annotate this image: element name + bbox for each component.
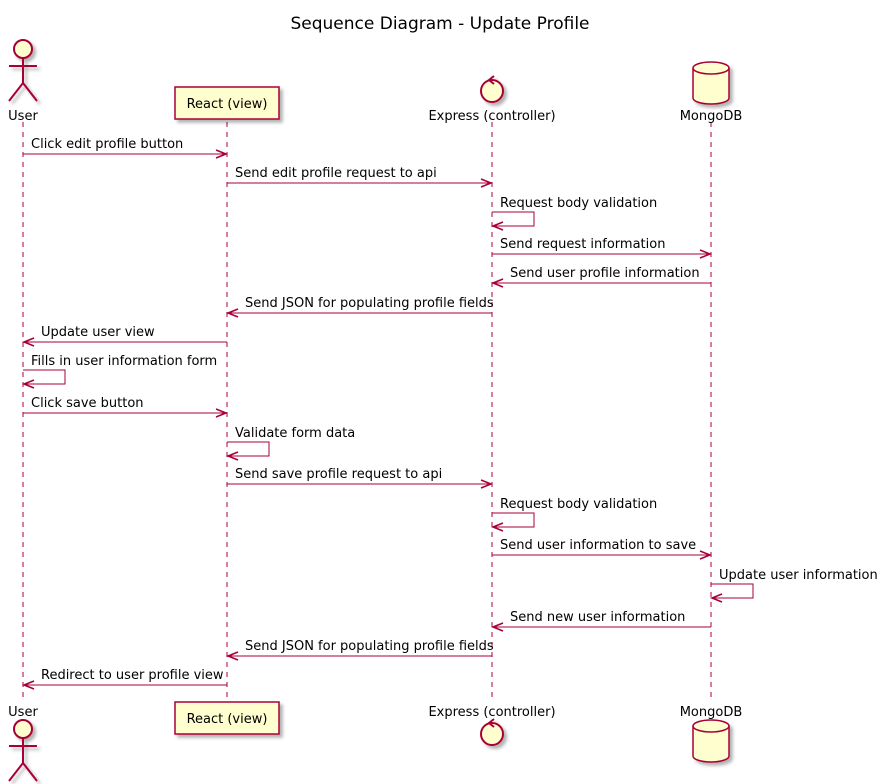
arrowhead (699, 249, 713, 259)
participant-label-mongo: MongoDB (680, 109, 743, 124)
message-13: Send user information to save (492, 538, 713, 560)
message-label: Send user information to save (500, 538, 696, 553)
arrowhead (215, 408, 229, 418)
diagram-title: Sequence Diagram - Update Profile (290, 14, 589, 34)
message-3: Request body validation (490, 196, 657, 231)
arrowhead (490, 221, 504, 231)
message-12: Request body validation (490, 497, 657, 532)
message-arrow (23, 369, 66, 385)
message-label: Send edit profile request to api (235, 166, 437, 181)
message-10: Validate form data (225, 426, 355, 461)
participant-label-user: User (8, 705, 38, 720)
message-label: Send JSON for populating profile fields (245, 296, 494, 311)
participants-top: User React (view) Express (controller) Mong… (8, 39, 743, 124)
arrowhead (225, 451, 239, 461)
participant-label-express: Express (controller) (428, 705, 555, 720)
participants-bottom: User React (view) Express (controller) Mong… (8, 701, 743, 782)
arrowhead (225, 651, 239, 661)
participant-label-user: User (8, 109, 38, 124)
message-7: Update user view (21, 325, 227, 347)
message-label: Click save button (31, 396, 144, 411)
database-icon (692, 719, 730, 763)
message-label: Update user view (41, 325, 155, 340)
message-label: Validate form data (235, 426, 355, 441)
message-arrow (492, 512, 535, 528)
database-icon (692, 61, 730, 105)
message-8: Fills in user information form (21, 354, 217, 389)
actor-icon (8, 39, 38, 102)
message-1: Click edit profile button (23, 137, 229, 159)
participant-label-react: React (view) (187, 712, 268, 727)
arrowhead (480, 479, 494, 489)
arrowhead (21, 337, 35, 347)
message-4: Send request information (492, 237, 713, 259)
message-14: Update user information (709, 568, 878, 603)
message-16: Send JSON for populating profile fields (225, 639, 494, 661)
message-label: Fills in user information form (31, 354, 217, 369)
arrowhead (490, 278, 504, 288)
arrowhead (480, 178, 494, 188)
message-6: Send JSON for populating profile fields (225, 296, 494, 318)
message-label: Send new user information (510, 610, 685, 625)
message-arrow (711, 583, 754, 599)
message-label: Request body validation (500, 196, 657, 211)
participant-box-react: React (view) (174, 701, 280, 735)
lifelines (22, 122, 712, 698)
control-icon (480, 718, 504, 746)
actor-icon (8, 719, 38, 782)
message-arrow (227, 441, 270, 457)
message-label: Update user information (719, 568, 878, 583)
message-label: Request body validation (500, 497, 657, 512)
arrowhead (709, 593, 723, 603)
message-5: Send user profile information (490, 266, 711, 288)
control-icon (480, 75, 504, 103)
message-label: Send request information (500, 237, 665, 252)
arrowhead (490, 522, 504, 532)
participant-label-mongo: MongoDB (680, 705, 743, 720)
arrowhead (490, 622, 504, 632)
message-label: Redirect to user profile view (41, 668, 224, 683)
message-label: Click edit profile button (31, 137, 183, 152)
participant-label-express: Express (controller) (428, 109, 555, 124)
message-9: Click save button (23, 396, 229, 418)
arrowhead (21, 680, 35, 690)
participant-box-react: React (view) (174, 86, 280, 120)
arrowhead (21, 379, 35, 389)
message-label: Send user profile information (510, 266, 700, 281)
arrowhead (699, 550, 713, 560)
arrowhead (215, 149, 229, 159)
message-15: Send new user information (490, 610, 711, 632)
message-11: Send save profile request to api (227, 467, 494, 489)
message-2: Send edit profile request to api (227, 166, 494, 188)
arrowhead (225, 308, 239, 318)
message-label: Send JSON for populating profile fields (245, 639, 494, 654)
message-17: Redirect to user profile view (21, 668, 227, 690)
participant-label-react: React (view) (187, 97, 268, 112)
message-arrow (492, 211, 535, 227)
message-label: Send save profile request to api (235, 467, 442, 482)
